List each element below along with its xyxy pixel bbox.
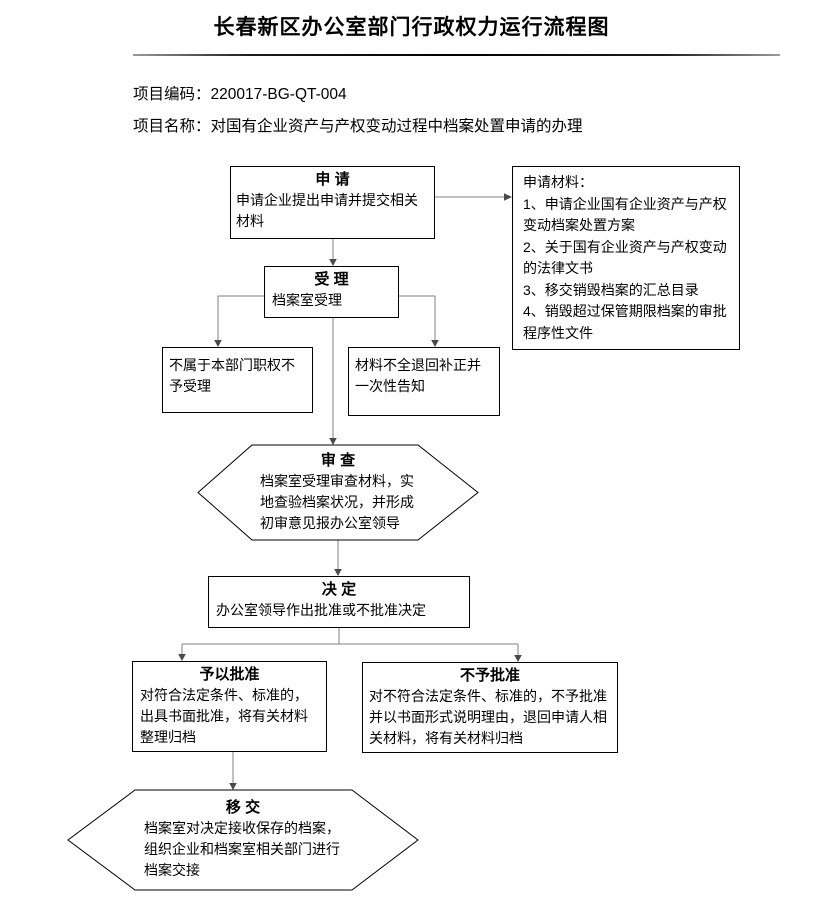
apply-node-title: 申 请 <box>315 171 350 188</box>
transfer-node: 移 交 档案室对决定接收保存的档案，组织企业和档案室相关部门进行档案交接 <box>68 790 418 890</box>
arrowhead-to-deny <box>514 655 522 662</box>
project-code-value: 220017-BG-QT-004 <box>210 86 347 103</box>
transfer-hexagon-shape <box>67 789 419 891</box>
materials-item-2: 2、关于国有企业资产与产权变动的法律文书 <box>523 238 727 277</box>
connector-decision-branch <box>181 628 519 655</box>
arrowhead-to-approve <box>178 654 186 661</box>
accept-node-title: 受 理 <box>314 271 349 288</box>
approve-node-title: 予以批准 <box>199 666 260 683</box>
arrowhead-to-review <box>329 438 337 445</box>
project-name-line: 项目名称：对国有企业资产与产权变动过程中档案处置申请的办理 <box>133 114 583 136</box>
incomplete-materials-body: 材料不全退回补正并一次性告知 <box>355 357 481 394</box>
reject-jurisdiction-body: 不属于本部门职权不予受理 <box>169 357 295 394</box>
deny-node: 不予批准 对不符合法定条件、标准的，不予批准并以书面形式说明理由，退回申请人相关… <box>362 662 618 753</box>
project-name-value: 对国有企业资产与产权变动过程中档案处置申请的办理 <box>210 118 583 135</box>
apply-node-body: 申请企业提出申请并提交相关材料 <box>236 192 418 229</box>
arrowhead-to-decision <box>334 569 342 576</box>
arrowhead-to-accept <box>329 259 337 266</box>
review-hexagon-shape <box>197 444 479 541</box>
approve-node: 予以批准 对符合法定条件、标准的，出具书面批准，将有关材料整理归档 <box>132 661 327 752</box>
apply-node: 申 请 申请企业提出申请并提交相关材料 <box>230 166 435 239</box>
decision-node: 决 定 办公室领导作出批准或不批准决定 <box>208 576 470 628</box>
arrowhead-to-reject <box>214 340 222 347</box>
deny-node-body: 对不符合法定条件、标准的，不予批准并以书面形式说明理由，退回申请人相关材料，将有… <box>369 688 607 746</box>
materials-list-node: 申请材料： 1、申请企业国有企业资产与产权变动档案处置方案 2、关于国有企业资产… <box>512 166 740 350</box>
materials-item-1: 1、申请企业国有企业资产与产权变动档案处置方案 <box>523 195 727 234</box>
arrowhead-to-transfer <box>229 783 237 790</box>
arrowhead-to-materials <box>504 193 512 201</box>
accept-node-body: 档案室受理 <box>272 292 342 308</box>
materials-heading: 申请材料： <box>523 174 593 190</box>
arrowhead-to-incomplete <box>431 340 439 347</box>
review-node-title: 审 查 <box>320 452 356 469</box>
reject-jurisdiction-node: 不属于本部门职权不予受理 <box>162 347 313 413</box>
decision-node-body: 办公室领导作出批准或不批准决定 <box>216 602 426 618</box>
connector-accept-to-incomplete <box>399 295 436 340</box>
project-name-label: 项目名称： <box>133 118 211 135</box>
materials-item-3: 3、移交销毁档案的汇总目录 <box>523 281 699 298</box>
page-title: 长春新区办公室部门行政权力运行流程图 <box>213 16 610 39</box>
transfer-node-body: 档案室对决定接收保存的档案，组织企业和档案室相关部门进行档案交接 <box>144 820 340 878</box>
incomplete-materials-node: 材料不全退回补正并一次性告知 <box>348 347 500 416</box>
title-divider <box>133 54 780 56</box>
connector-accept-to-reject <box>217 295 264 340</box>
decision-node-title: 决 定 <box>321 581 357 598</box>
project-code-label: 项目编码： <box>133 86 211 103</box>
materials-item-4: 4、销毁超过保管期限档案的审批程序性文件 <box>523 303 727 341</box>
review-node-body: 档案室受理审查材料，实地查验档案状况，并形成初审意见报办公室领导 <box>260 473 414 531</box>
transfer-node-title: 移 交 <box>225 799 261 816</box>
project-code-line: 项目编码：220017-BG-QT-004 <box>133 82 347 104</box>
review-node: 审 查 档案室受理审查材料，实地查验档案状况，并形成初审意见报办公室领导 <box>198 445 478 540</box>
accept-node: 受 理 档案室受理 <box>264 266 399 318</box>
deny-node-title: 不予批准 <box>459 667 520 684</box>
approve-node-body: 对符合法定条件、标准的，出具书面批准，将有关材料整理归档 <box>140 687 308 745</box>
